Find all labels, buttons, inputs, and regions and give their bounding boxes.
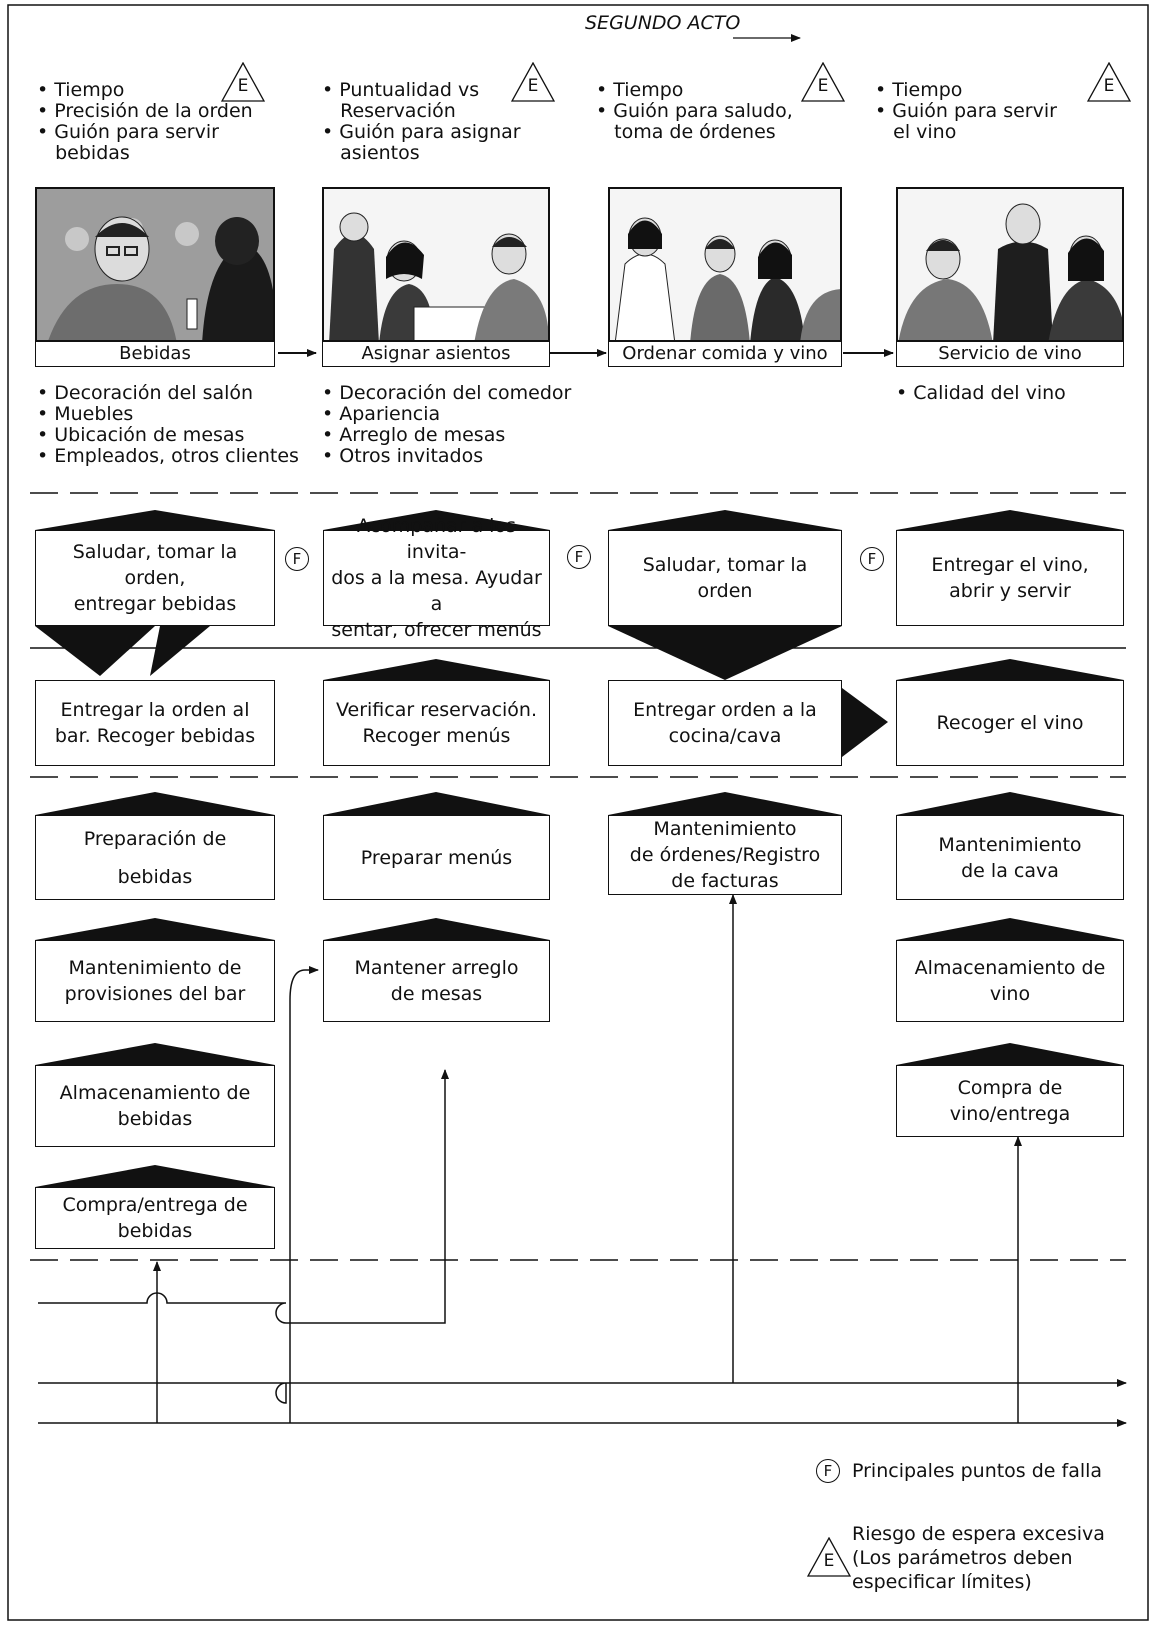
evidence-col4: Calidad del vino <box>896 383 1066 404</box>
stage-caption-ordenar-comida: Ordenar comida y vino <box>608 341 842 367</box>
wait-risk-icon: E <box>511 62 555 102</box>
legend-wait-text: Riesgo de espera excesiva (Los parámetro… <box>852 1523 1105 1593</box>
segundo-acto-label: SEGUNDO ACTO <box>585 12 741 34</box>
photo-bebidas <box>35 187 275 342</box>
fail-point-icon: F <box>285 547 309 571</box>
wait-risk-icon: E <box>801 62 845 102</box>
fs-tri-3 <box>608 510 842 530</box>
fail-point-icon: F <box>860 547 884 571</box>
legend-fail-point-icon: F <box>816 1459 840 1483</box>
top-bullets-col1: Tiempo Precisión de la orden Guión para … <box>37 80 252 164</box>
down-wedge-1a <box>35 626 155 676</box>
bs-tri-2 <box>323 659 550 680</box>
wait-risk-icon: E <box>1087 62 1131 102</box>
down-wedge-3 <box>608 626 842 680</box>
stage-caption-bebidas: Bebidas <box>35 341 275 367</box>
legend-wait-risk-icon: E <box>807 1537 851 1577</box>
fs-tri-4 <box>896 510 1124 530</box>
photo-servicio-vino <box>896 187 1124 342</box>
frontstage-box-1: Saludar, tomar la orden,entregar bebidas <box>35 530 275 626</box>
top-bullets-col3: Tiempo Guión para saludo, toma de órdene… <box>596 80 793 143</box>
info-line-1 <box>38 1069 449 1324</box>
stage-caption-asignar-asientos: Asignar asientos <box>322 341 550 367</box>
photo-asignar-asientos <box>322 187 550 342</box>
fs-tri-1 <box>35 510 275 530</box>
photo-ordenar-comida <box>608 187 842 342</box>
bs-arrow-3 <box>842 688 888 757</box>
down-wedge-1b <box>150 626 210 676</box>
evidence-col2: Decoración del comedor Apariencia Arregl… <box>322 383 571 467</box>
outer-frame <box>7 4 1149 1621</box>
top-bullets-col4: Tiempo Guión para servir el vino <box>875 80 1057 143</box>
legend-fail-text: Principales puntos de falla <box>852 1460 1103 1482</box>
wait-risk-icon: E <box>221 62 265 102</box>
info-line-2 <box>38 1379 1127 1404</box>
evidence-col1: Decoración del salón Muebles Ubicación d… <box>37 383 299 467</box>
backstage-box-2: Verificar reservación.Recoger menús <box>323 680 550 766</box>
bs-tri-4 <box>896 659 1124 680</box>
frontstage-box-2: Acompañar a los invita-dos a la mesa. Ay… <box>323 515 550 641</box>
fail-point-icon: F <box>567 545 591 569</box>
frontstage-box-4: Entregar el vino,abrir y servir <box>896 530 1124 626</box>
support-box-preparar-menus: Preparar menús <box>323 815 550 900</box>
fs-tri-2 <box>323 510 550 530</box>
backstage-box-4: Recoger el vino <box>896 680 1124 766</box>
top-bullets-col2: Puntualidad vs Reservación Guión para as… <box>322 80 520 164</box>
stage-caption-servicio-vino: Servicio de vino <box>896 341 1124 367</box>
